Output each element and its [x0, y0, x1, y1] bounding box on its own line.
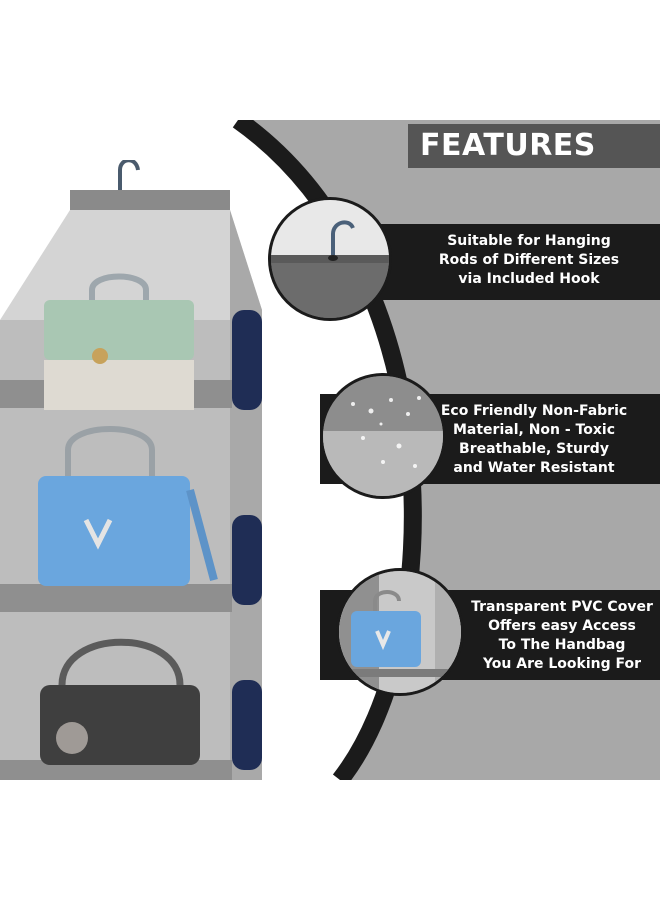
hook-icon	[268, 197, 392, 321]
transparent-pocket-icon	[336, 568, 464, 696]
feature-text-3: Transparent PVC Cover Offers easy Access…	[471, 599, 653, 672]
water-drops-icon	[320, 373, 446, 499]
feature-text-1: Suitable for Hanging Rods of Different S…	[438, 233, 620, 287]
features-title: FEATURES	[408, 124, 660, 168]
organizer-illustration	[0, 160, 262, 780]
feature-text-2: Eco Friendly Non-Fabric Material, Non - …	[440, 403, 628, 476]
handbag-organizer	[0, 160, 280, 780]
